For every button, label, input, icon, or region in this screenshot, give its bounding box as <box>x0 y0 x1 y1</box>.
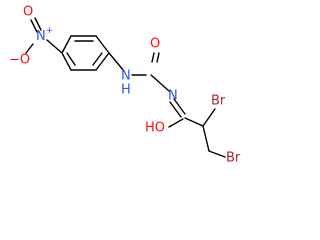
atom-br-lower: Br <box>226 151 241 166</box>
bond-ch2-br <box>208 150 226 158</box>
bond-c-oh <box>168 118 184 128</box>
molecule-diagram: O N+ −O O N H N HO Br Br <box>9 5 241 166</box>
atom-n-nitro-label: N <box>36 29 46 44</box>
bond-n-c-imine-2 <box>169 101 182 118</box>
atom-n-imine: N <box>168 89 178 104</box>
bond-c-n-imine <box>150 74 170 92</box>
atom-n-nitro: N+ <box>36 26 53 44</box>
bond-chbr-br <box>202 108 216 127</box>
bond-n-o-top-1 <box>34 17 42 31</box>
bond-ring-1 <box>61 35 72 54</box>
bond-c-o-urea-1 <box>151 52 155 63</box>
atom-n-urea-left: N <box>121 69 131 84</box>
bond-ring-inner-2 <box>92 52 103 66</box>
atom-o-nitro-minus: −O <box>9 53 30 68</box>
bond-ring-inner-3 <box>66 52 76 66</box>
atom-o-hydroxy: HO <box>145 121 165 136</box>
bond-n-ring <box>46 39 63 54</box>
bonds <box>25 17 226 158</box>
atom-labels: O N+ −O O N H N HO Br Br <box>9 5 241 166</box>
bond-c-chbr <box>184 117 204 127</box>
atom-o-carbonyl-urea: O <box>150 37 160 52</box>
bond-ring-6 <box>61 52 72 71</box>
bond-ring-4 <box>95 52 110 71</box>
bond-ring-nh <box>108 52 125 72</box>
bond-n-o-minus <box>25 43 34 54</box>
bond-c-o-urea-2 <box>156 52 160 63</box>
bond-n-c-imine-1 <box>173 98 186 115</box>
bond-ring-3 <box>95 35 110 54</box>
atom-n-nitro-charge: + <box>46 26 54 36</box>
structure-svg: O N+ −O O N H N HO Br Br <box>9 5 241 166</box>
atom-br-upper: Br <box>211 94 226 109</box>
atom-h-urea-left: H <box>121 83 131 98</box>
bond-n-o-top-2 <box>30 19 38 33</box>
atom-o-nitro-top: O <box>23 5 33 20</box>
bond-chbr-ch2 <box>202 125 210 152</box>
